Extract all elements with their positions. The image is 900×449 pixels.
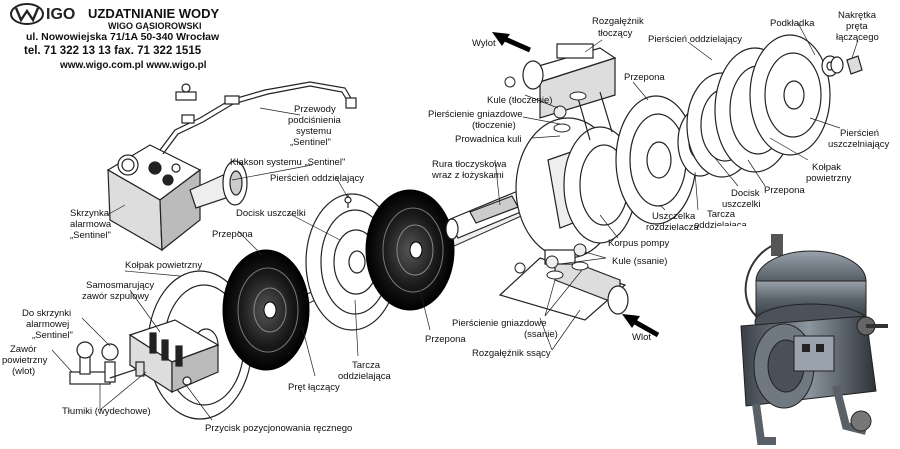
label-tarcza-right-1: Tarcza [707,209,736,220]
label-przepona-right: Przepona [624,72,665,83]
sentinel-vacuum-lines [159,81,357,155]
label-klakson: Klakson systemu „Sentinel" [230,157,345,168]
label-pierscienie-gn-ss-1: Pierścienie gniazdowe [452,318,547,329]
company-web: www.wigo.com.pl www.wigo.pl [60,60,207,71]
diaphragm-left [222,249,310,371]
label-podkladka: Podkładka [770,18,815,29]
spool-valve [128,319,220,394]
air-cap-right [749,34,831,156]
label-kolpak-right-2: powietrzny [806,173,852,184]
diaphragm-center [365,189,455,311]
label-przycisk: Przycisk pozycjonowania ręcznego [205,423,352,434]
washer-and-nut [821,55,863,77]
label-rozgaleznik-ssacy: Rozgałęźnik ssący [472,348,551,359]
label-skrzynka-1: Skrzynka [70,208,110,219]
label-skrzynka-3: „Sentinel" [70,230,111,241]
label-przewody-2: podciśnienia [288,115,342,126]
label-docisk-left: Docisk uszczelki [236,208,306,219]
outlet-arrow [492,32,532,53]
label-przewody-4: „Sentinel" [290,137,331,148]
label-pierscien-oddz-right: Pierścień oddzielający [648,34,742,45]
label-do-skrzynki-2: alarmowej [26,319,69,330]
label-docisk-right-2: uszczelki [722,199,761,210]
label-docisk-right-1: Docisk [731,188,760,199]
label-do-skrzynki-3: „Sentinel" [32,330,73,341]
label-wylot: Wylot [472,38,496,49]
label-kule-tloczenie: Kule (tłoczenie) [487,95,552,106]
label-samosm-2: zawór szpulowy [82,291,149,302]
label-tarcza-right-2: oddzielająca [694,220,748,231]
label-pierscien-oddz-left: Pierścień oddzielający [270,173,364,184]
air-inlet-valve [69,341,145,385]
label-przepona-left: Przepona [212,229,253,240]
label-pierscien-usz-1: Pierścień [840,128,879,139]
label-skrzynka-2: alarmowa [70,219,112,230]
inlet-arrow [622,314,660,338]
company-name: UZDATNIANIE WODY [88,6,220,21]
label-przewody-1: Przewody [294,104,336,115]
label-uszczelka-1: Uszczelka [652,211,696,222]
label-przewody-3: systemu [296,126,331,137]
label-pierscienie-gn-ss-2: (ssanie) [524,329,558,340]
label-kolpak-left: Kołpak powietrzny [125,260,202,271]
label-uszczelka-2: rozdzielacza [646,222,700,233]
balls-and-seats [504,76,589,280]
label-przepona-right2: Przepona [764,185,805,196]
label-rura-2: wraz z łożyskami [431,170,504,181]
label-korpus: Korpus pompy [608,238,670,249]
company-address: ul. Nowowiejska 71/1A 50-340 Wrocław [26,31,220,43]
pump-photo [716,226,896,448]
sentinel-alarm-box [106,144,202,252]
leader-lines [51,22,859,421]
company-owner: WIGO GĄSIOROWSKI [108,21,202,31]
label-pierscienie-gn-tl-2: (tłoczenie) [472,120,516,131]
wigo-logo: IGO [10,3,75,25]
label-wlot: Wlot [632,332,651,343]
label-nakretka-3: łączącego [836,32,879,43]
logo-text: IGO [46,6,75,23]
label-samosm-1: Samosmarujący [86,280,154,291]
label-kolpak-right-1: Kołpak [812,162,841,173]
label-tarcza-left-2: oddzielająca [338,371,392,382]
label-rura-1: Rura tłoczyskowa [432,159,507,170]
discharge-manifold [522,43,617,141]
label-pierscien-usz-2: uszczelniający [828,139,889,150]
label-nakretka-2: pręta [846,21,868,32]
sentinel-horn [189,160,248,209]
label-do-skrzynki-1: Do skrzynki [22,308,71,319]
label-pret: Pręt łączący [288,382,340,393]
suction-manifold [498,249,629,321]
label-zawor-3: (wlot) [12,366,35,377]
label-nakretka-1: Nakrętka [838,10,877,21]
label-kule-ssanie: Kule (ssanie) [612,256,667,267]
label-przepona-center: Przepona [425,334,466,345]
label-tlumiki: Tłumiki (wydechowe) [62,406,151,417]
label-rozgaleznik-tl-1: Rozgałęźnik [592,16,644,27]
company-phones: tel. 71 322 13 13 fax. 71 322 1515 [24,45,202,57]
label-rozgaleznik-tl-2: tłoczący [598,28,633,39]
label-zawor-1: Zawór [10,344,36,355]
label-zawor-2: powietrzny [2,355,48,366]
label-pierscienie-gn-tl-1: Pierścienie gniazdowe [428,109,523,120]
label-tarcza-left-1: Tarcza [352,360,381,371]
label-prowadnica: Prowadnica kuli [455,134,522,145]
